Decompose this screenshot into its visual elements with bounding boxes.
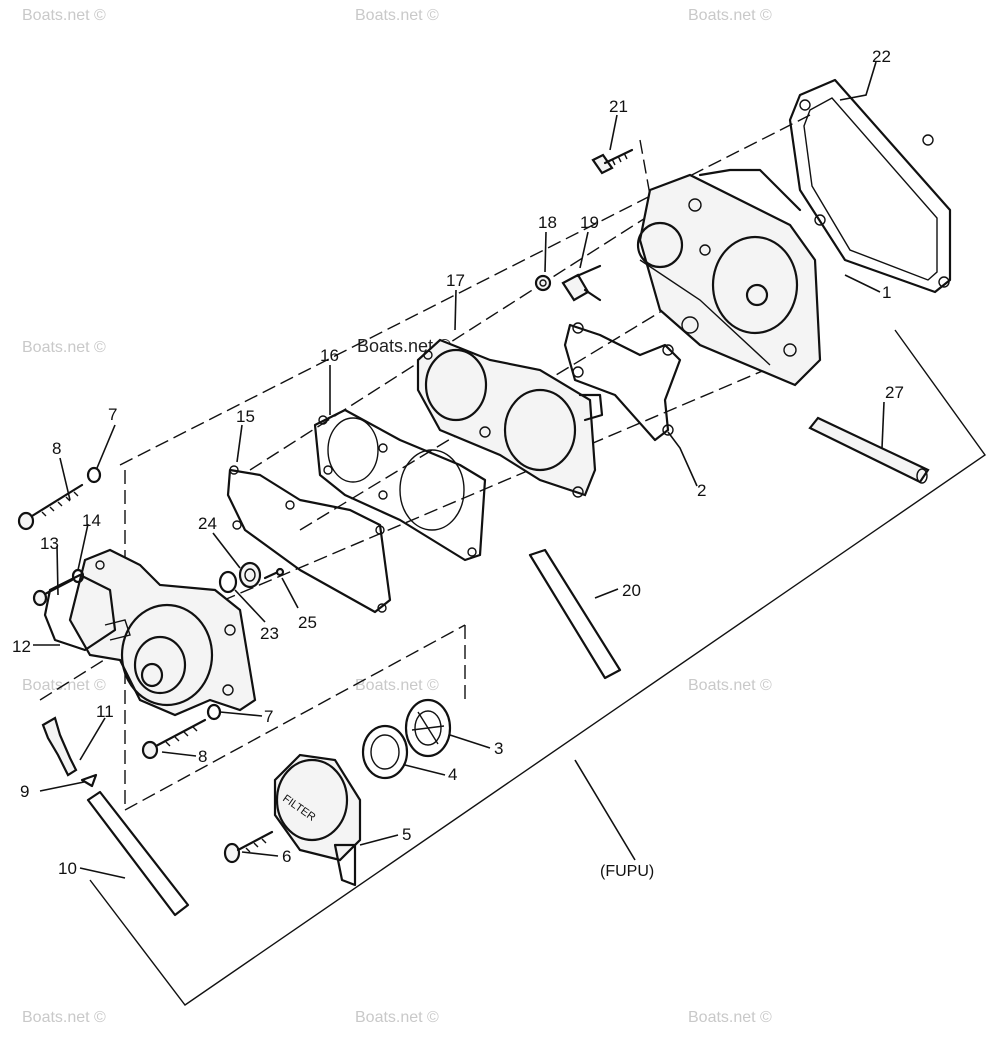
part-label-22: 22	[872, 47, 891, 66]
part-label-2: 2	[697, 481, 706, 500]
pin-27	[808, 416, 930, 484]
part-label-7-upper: 7	[108, 405, 117, 424]
part-label-27: 27	[885, 383, 904, 402]
clip-9	[80, 773, 98, 788]
valve-body-17	[416, 338, 604, 498]
part-label-23: 23	[260, 624, 279, 643]
part-label-24: 24	[198, 514, 217, 533]
assembly-caption: (FUPU)	[600, 863, 654, 880]
part-label-12: 12	[12, 637, 31, 656]
watermark: Boats.net ©	[355, 1009, 439, 1026]
part-label-4: 4	[448, 765, 457, 784]
fitting-19	[561, 264, 602, 302]
part-label-9: 9	[20, 782, 29, 801]
screw-25	[263, 567, 285, 580]
hose-10	[86, 790, 190, 917]
bolt-21	[591, 148, 634, 175]
filter-cover-5: FILTER	[273, 753, 362, 887]
washer-7-lower	[206, 703, 222, 721]
part-label-6: 6	[282, 847, 291, 866]
part-label-10: 10	[58, 859, 77, 878]
part-label-19: 19	[580, 213, 599, 232]
nut-18	[534, 274, 552, 292]
watermark: Boats.net ©	[688, 677, 772, 694]
part-label-21: 21	[609, 97, 628, 116]
screw-13	[32, 578, 74, 607]
screw-6	[223, 830, 274, 864]
part-label-14: 14	[82, 511, 101, 530]
pump-cover	[636, 168, 822, 387]
part-label-3: 3	[494, 739, 503, 758]
screw-8-lower	[141, 718, 207, 760]
gasket-4	[361, 724, 409, 780]
cover-gasket	[788, 78, 952, 294]
part-label-13: 13	[40, 534, 59, 553]
watermark: Boats.net ©	[22, 7, 106, 24]
part-label-1: 1	[882, 283, 891, 302]
gasket-16	[313, 408, 487, 562]
hose-20	[528, 548, 622, 680]
screw-8-upper	[17, 483, 84, 531]
part-label-17: 17	[446, 271, 465, 290]
part-label-11: 11	[96, 702, 114, 721]
part-label-15: 15	[236, 407, 255, 426]
spring-24	[238, 561, 262, 589]
watermark: Boats.net ©	[688, 7, 772, 24]
watermarks: Boats.net © Boats.net © Boats.net © Boat…	[22, 7, 772, 1026]
part-label-5: 5	[402, 825, 411, 844]
watermark: Boats.net ©	[355, 7, 439, 24]
assembly-boundary	[89, 329, 986, 1006]
part-label-18: 18	[538, 213, 557, 232]
part-label-25: 25	[298, 613, 317, 632]
part-label-8-upper: 8	[52, 439, 61, 458]
washer-7-upper	[86, 466, 102, 484]
fitting-11	[41, 716, 78, 777]
part-labels: 22 1 21 18 19 17 16 15 27 2 20 24 23 25 …	[12, 47, 904, 878]
washer-23	[218, 570, 238, 594]
part-label-7-lower: 7	[264, 707, 273, 726]
leader-lines	[33, 61, 885, 879]
part-label-20: 20	[622, 581, 641, 600]
bracket-2	[563, 322, 682, 442]
part-label-8-lower: 8	[198, 747, 207, 766]
part-label-16: 16	[320, 346, 339, 365]
watermark: Boats.net ©	[688, 1009, 772, 1026]
watermark: Boats.net ©	[355, 677, 439, 694]
watermark: Boats.net ©	[22, 1009, 106, 1026]
diaphragm-15	[226, 465, 392, 614]
pump-body	[43, 548, 257, 717]
strainer-3	[404, 698, 452, 758]
watermark: Boats.net ©	[22, 339, 106, 356]
